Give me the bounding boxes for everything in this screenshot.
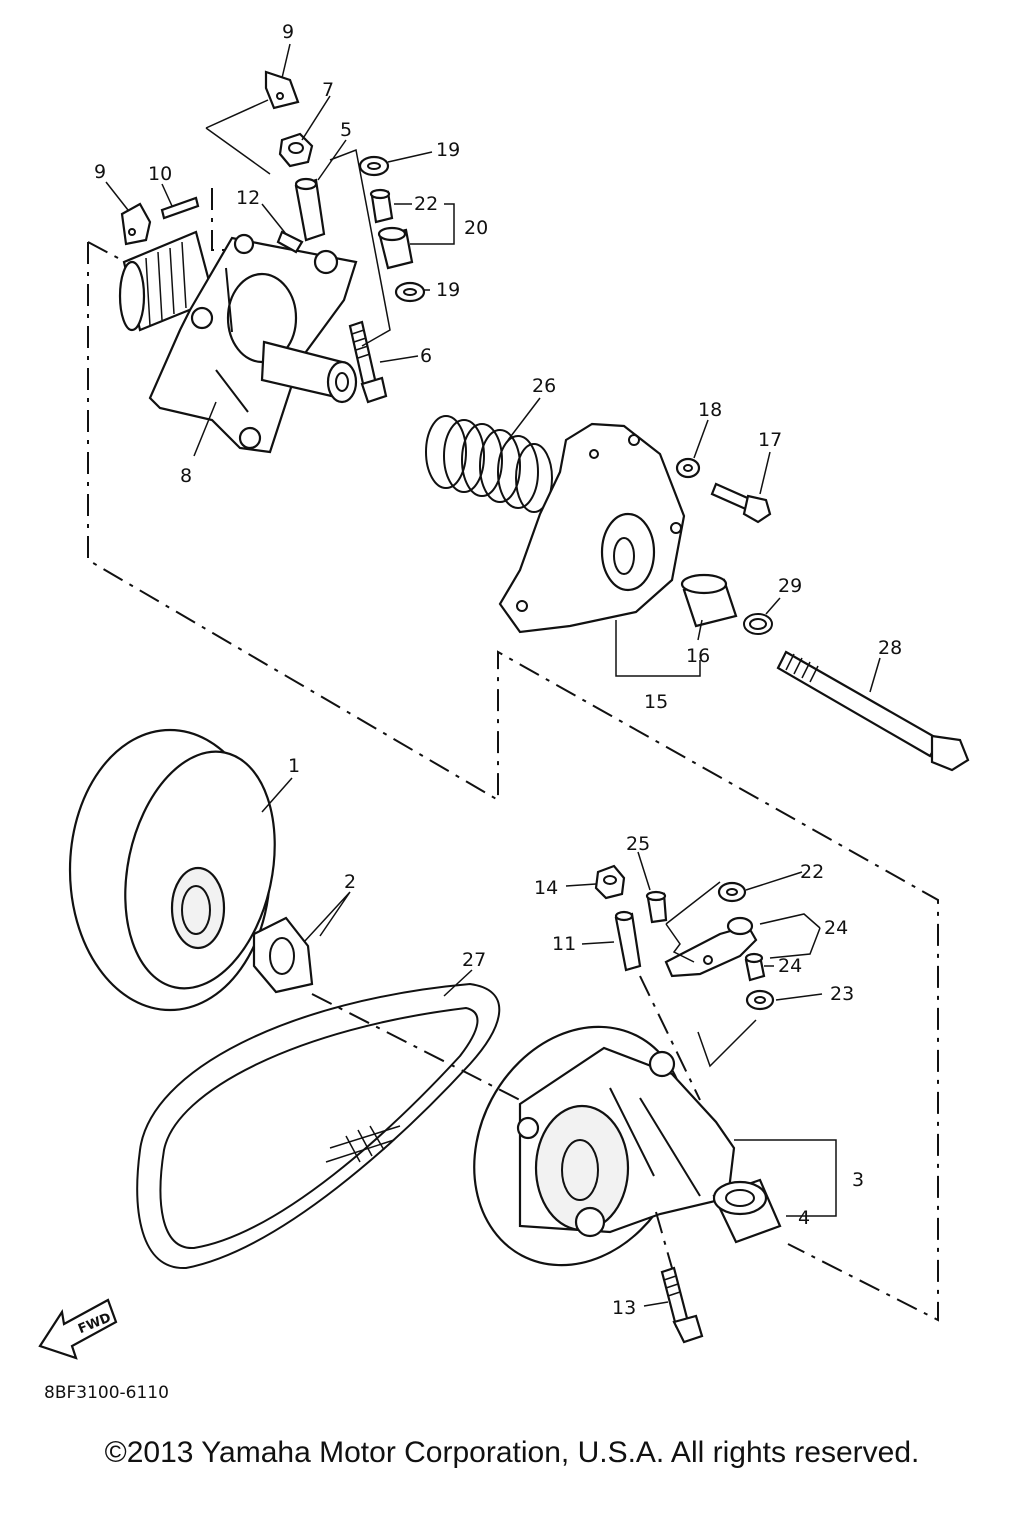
- slider-9-left-part: [120, 202, 152, 246]
- slider-9-top-part: [264, 70, 300, 110]
- belt-27-part: [136, 982, 501, 1270]
- callout-22-top: 22: [800, 861, 824, 883]
- washer-22-top-part: [717, 881, 747, 903]
- bushing-16-part: [680, 573, 738, 628]
- callout-3: 3: [852, 1169, 864, 1191]
- callout-9-top: 9: [282, 21, 294, 43]
- spring-26-part: [425, 415, 553, 513]
- pin-5-part: [294, 177, 326, 242]
- washer-19-bottom-part: [394, 281, 426, 303]
- callout-19-bottom: 19: [436, 279, 460, 301]
- pin-11-part: [614, 910, 642, 972]
- callout-23: 24: [824, 917, 848, 939]
- copyright-footer: ©2013 Yamaha Motor Corporation, U.S.A. A…: [104, 1436, 920, 1469]
- screw-25-part: [645, 890, 668, 924]
- bolt-13-part: [660, 1266, 704, 1344]
- callout-7: 7: [322, 79, 334, 101]
- bolt-17-part: [710, 482, 772, 524]
- callout-21: 22: [414, 193, 438, 215]
- spider-hub-part: [118, 230, 358, 454]
- cover-15-part: [498, 422, 686, 634]
- collar-2-part: [252, 916, 314, 994]
- roller-20-part: [377, 226, 414, 270]
- callout-17: 17: [758, 429, 782, 451]
- top-guide-lines: [205, 99, 391, 347]
- callout-29: 29: [778, 575, 802, 597]
- callout-2: 2: [344, 871, 356, 893]
- callout-15: 15: [644, 691, 668, 713]
- callout-28: 28: [878, 637, 902, 659]
- callout-1: 1: [288, 755, 300, 777]
- callout-13: 13: [612, 1297, 636, 1319]
- bushing-24-part: [744, 952, 766, 982]
- callout-20: 20: [464, 217, 488, 239]
- callout-16: 16: [686, 645, 710, 667]
- callout-10: 10: [148, 163, 172, 185]
- callout-4: 4: [798, 1207, 810, 1229]
- bolt-28-part: [776, 650, 970, 772]
- callout-8: 8: [180, 465, 192, 487]
- screw-12-part: [276, 230, 304, 254]
- callout-25: 25: [626, 833, 650, 855]
- callout-labels: 9 7 5 9 10 12 19 22 20 19 6 8 26 18 17 2…: [94, 21, 902, 1319]
- fwd-arrow-icon: FWD: [38, 1298, 118, 1360]
- washer-18-part: [675, 457, 701, 479]
- callout-19-top: 19: [436, 139, 460, 161]
- callout-24: 24: [778, 955, 802, 977]
- nut-7-part: [278, 132, 314, 168]
- diagram-code: 8BF3100-6110: [44, 1383, 169, 1403]
- sheave-3-part: [473, 1025, 736, 1267]
- callout-6: 6: [420, 345, 432, 367]
- bolt-6-part: [348, 320, 388, 404]
- nut-14-part: [594, 864, 626, 900]
- callout-14: 14: [534, 877, 558, 899]
- washer-22-bottom-part: [745, 989, 775, 1011]
- bushing-21-part: [369, 188, 394, 224]
- callout-27: 27: [462, 949, 486, 971]
- washer-19-top-part: [358, 155, 390, 177]
- callout-22-bottom: 23: [830, 983, 854, 1005]
- sheave-1-part: [68, 728, 276, 1012]
- callout-12: 12: [236, 187, 260, 209]
- circlip-29-part: [743, 613, 773, 635]
- callout-26: 26: [532, 375, 556, 397]
- callout-9-left: 9: [94, 161, 106, 183]
- callout-18: 18: [698, 399, 722, 421]
- pin-10-part: [160, 196, 200, 220]
- bushing-4-part: [712, 1178, 782, 1244]
- callout-11: 11: [552, 933, 576, 955]
- lower-guide-lines: [311, 881, 757, 1269]
- callout-5: 5: [340, 119, 352, 141]
- weight-23-part: [664, 916, 758, 978]
- leader-lines: [105, 43, 881, 1307]
